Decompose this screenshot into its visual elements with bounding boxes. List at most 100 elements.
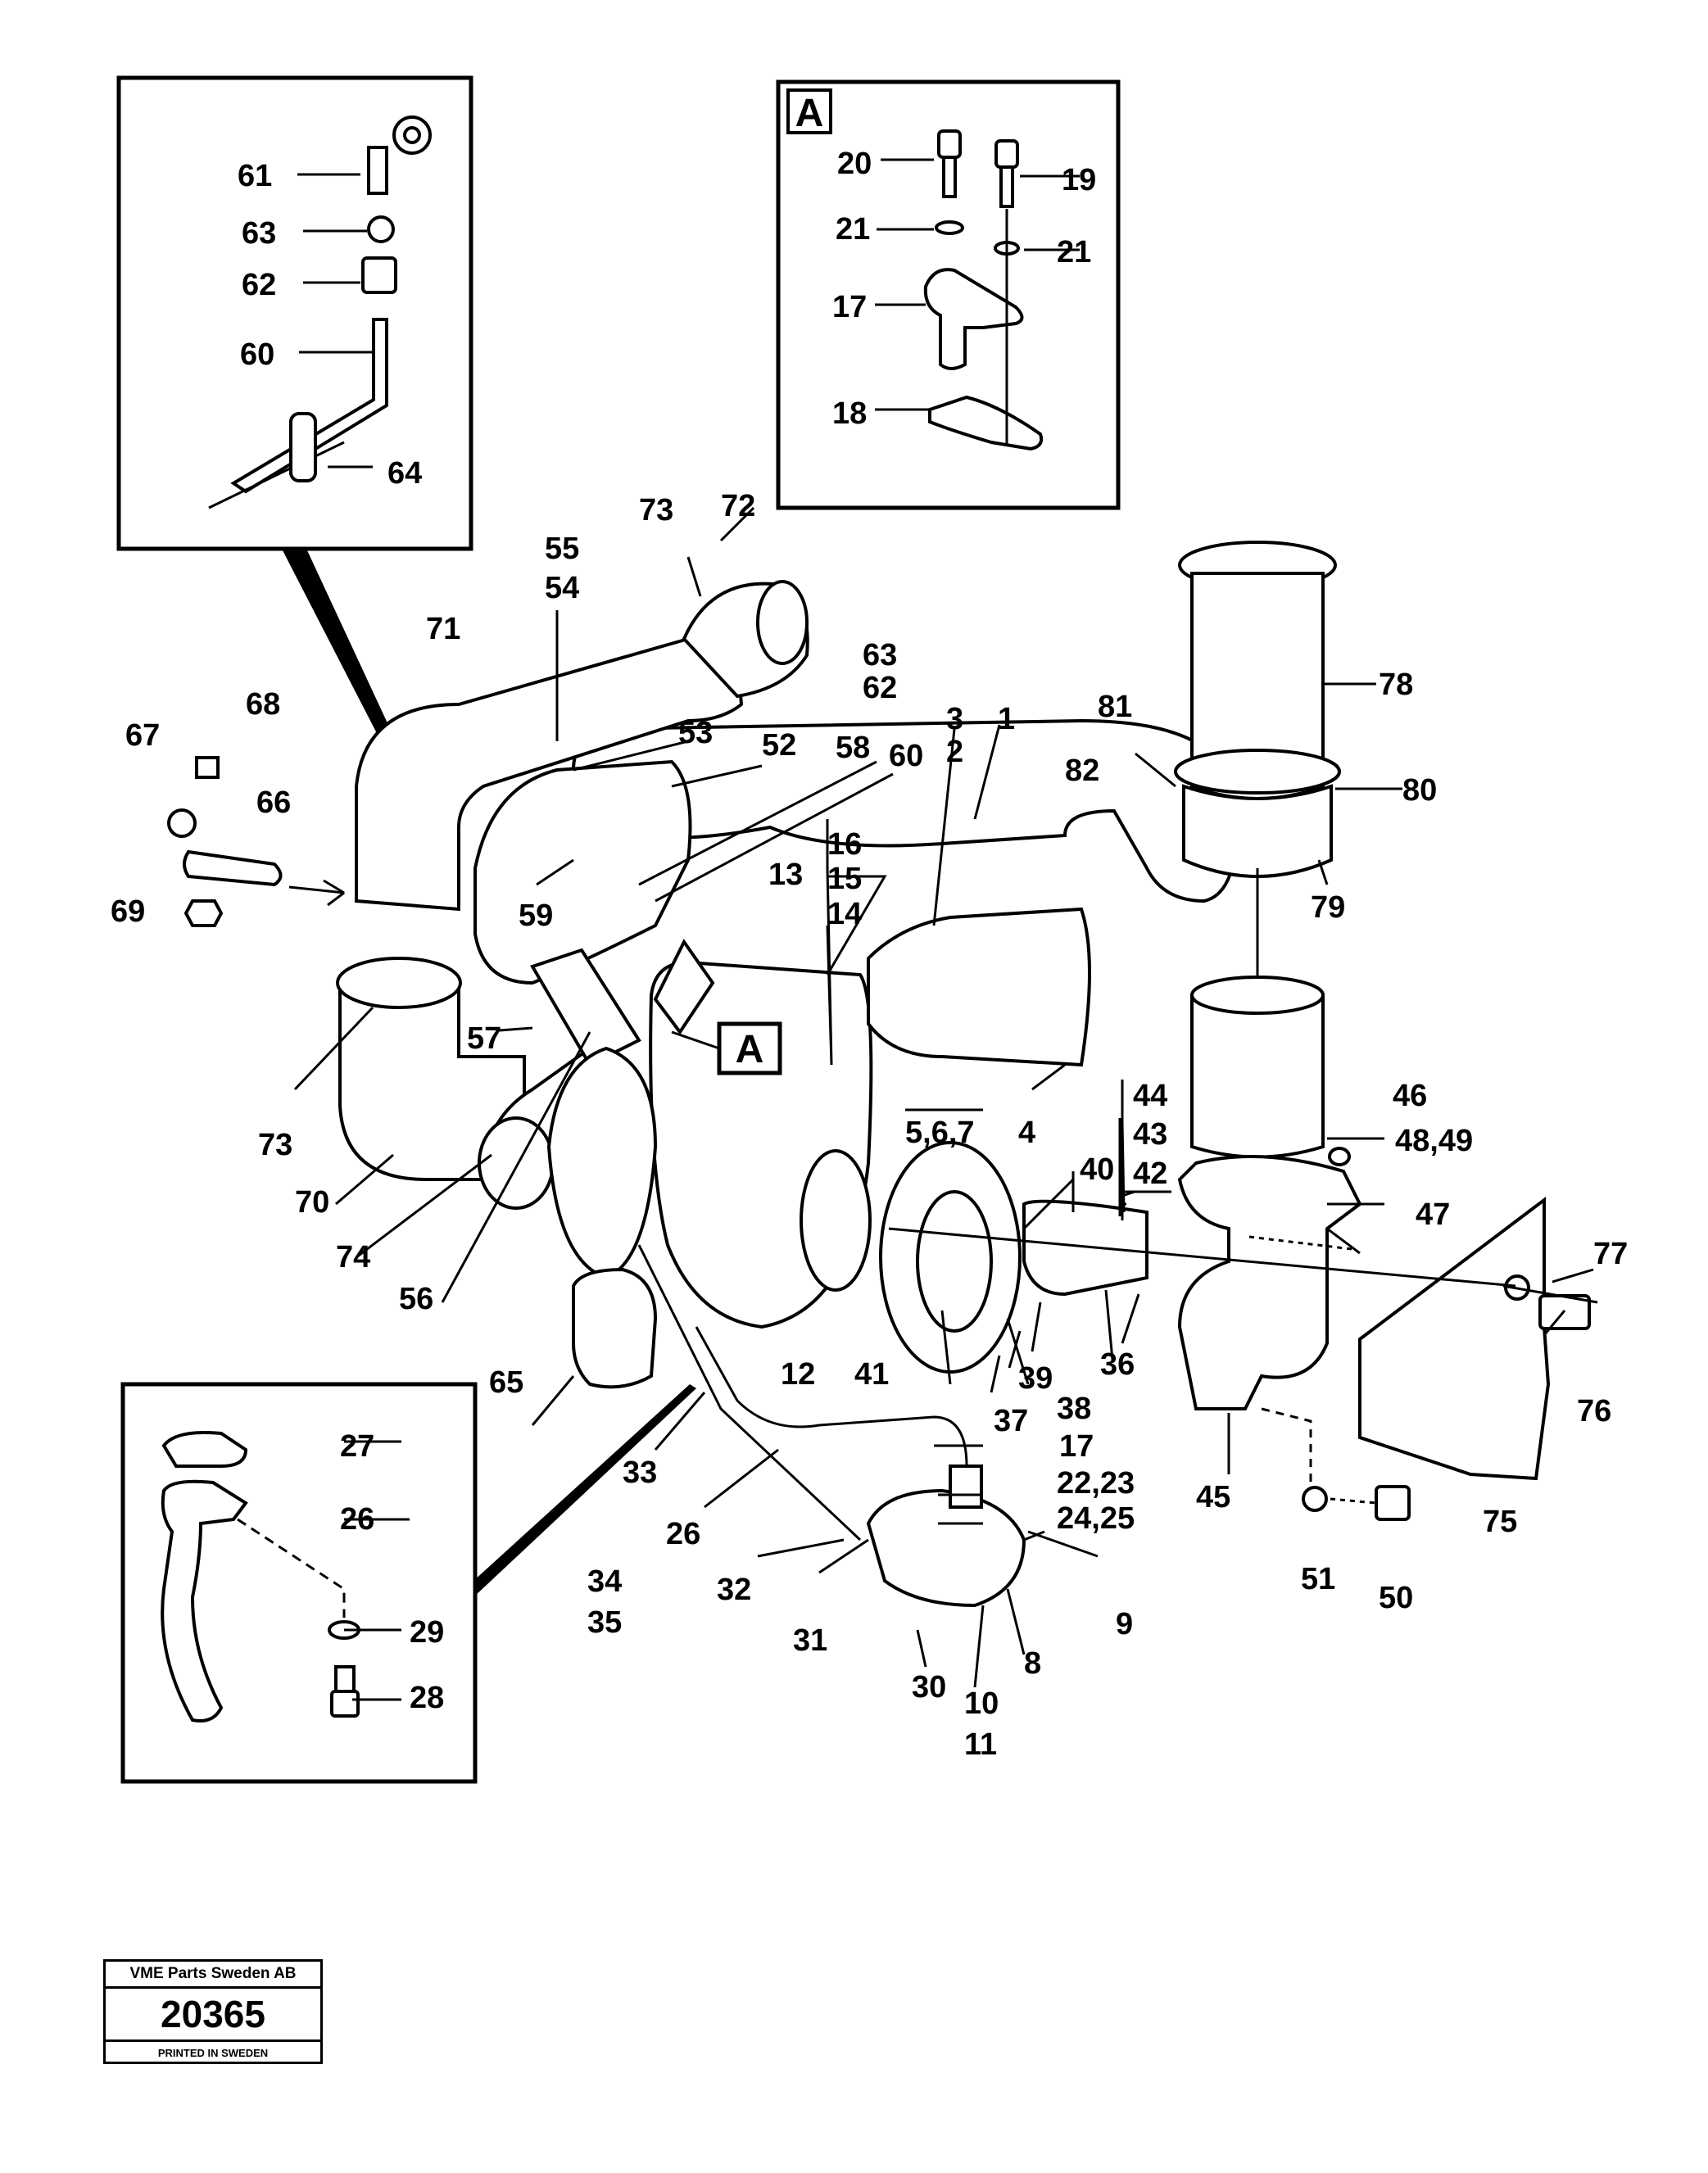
gasket-27 [161, 1431, 248, 1468]
label-32: 32 [717, 1573, 751, 1607]
label-21-right: 21 [1057, 235, 1091, 269]
label-26-main: 26 [666, 1517, 700, 1551]
label-13: 13 [768, 858, 803, 892]
label-62-main: 62 [863, 671, 897, 705]
label-34: 34 [587, 1564, 622, 1599]
label-54: 54 [545, 571, 579, 605]
union-22 [949, 1465, 983, 1509]
valve-housing-9 [866, 1488, 1026, 1608]
label-72: 72 [721, 489, 755, 523]
label-21-left: 21 [836, 212, 870, 247]
label-42: 42 [1133, 1157, 1167, 1191]
label-60-main: 60 [889, 739, 923, 773]
label-17-main: 17 [1059, 1429, 1094, 1464]
label-16: 16 [827, 827, 862, 862]
label-68: 68 [246, 687, 280, 722]
label-22-23: 22,23 [1057, 1466, 1135, 1501]
label-50: 50 [1379, 1581, 1413, 1615]
olive [367, 215, 395, 243]
part-labels: 1 2 3 4 5,6,7 8 9 10 11 12 13 14 15 16 1… [111, 147, 1628, 1762]
label-65: 65 [489, 1365, 523, 1400]
wastegate-actuator-65 [572, 1267, 658, 1389]
inset-a-frame [776, 79, 1121, 510]
washer-51 [1302, 1486, 1328, 1512]
nut-69 [183, 899, 224, 927]
bolt-28 [330, 1690, 360, 1718]
label-1: 1 [998, 702, 1015, 736]
exhaust-outlet [1174, 541, 1591, 1521]
inset-a-letter: A [795, 92, 824, 135]
label-53: 53 [678, 716, 713, 750]
label-56: 56 [399, 1282, 433, 1316]
label-61: 61 [238, 159, 272, 193]
callout-a-main: A [671, 1021, 782, 1075]
label-3: 3 [946, 702, 963, 736]
label-2: 2 [946, 735, 963, 769]
label-52: 52 [762, 728, 796, 763]
label-55: 55 [545, 532, 579, 566]
label-63-main: 63 [863, 638, 897, 672]
label-11: 11 [964, 1727, 997, 1762]
label-44: 44 [1133, 1079, 1167, 1113]
title-block-company: VME Parts Sweden AB [106, 1962, 320, 1989]
hose-79 [1182, 784, 1333, 878]
label-46: 46 [1393, 1079, 1427, 1113]
label-75: 75 [1483, 1505, 1517, 1539]
label-59: 59 [519, 899, 553, 933]
label-48-49: 48,49 [1395, 1124, 1473, 1158]
label-80: 80 [1402, 773, 1437, 808]
label-20: 20 [837, 147, 872, 181]
title-block: VME Parts Sweden AB 20365 PRINTED IN SWE… [103, 1959, 323, 2064]
turbo-wheel-housing [800, 1149, 872, 1292]
label-41: 41 [854, 1357, 889, 1392]
label-57: 57 [467, 1021, 501, 1056]
bracket-group [167, 756, 345, 927]
arrow [288, 879, 345, 907]
label-40: 40 [1080, 1152, 1114, 1187]
title-block-printed: PRINTED IN SWEDEN [157, 2047, 269, 2059]
label-76: 76 [1577, 1394, 1611, 1428]
clamp-73 [336, 957, 462, 1009]
oil-pipe [230, 318, 388, 494]
label-70: 70 [295, 1185, 329, 1220]
label-67: 67 [125, 718, 160, 753]
label-8: 8 [1024, 1646, 1041, 1681]
bolt-19-head [994, 139, 1019, 169]
label-58: 58 [836, 731, 870, 765]
label-19: 19 [1062, 163, 1096, 197]
label-28: 28 [410, 1681, 444, 1715]
label-10: 10 [964, 1686, 999, 1721]
pipe-46 [1190, 994, 1325, 1159]
oil-pipe-26 [637, 1244, 862, 1541]
label-64: 64 [387, 456, 422, 491]
label-45: 45 [1196, 1480, 1230, 1514]
label-78: 78 [1379, 668, 1413, 702]
inset-oil-line-frame [116, 75, 473, 551]
label-79: 79 [1311, 890, 1345, 925]
label-74: 74 [336, 1240, 370, 1274]
label-39: 39 [1018, 1361, 1053, 1396]
heat-shield-75 [1358, 1196, 1551, 1481]
label-82: 82 [1065, 754, 1099, 788]
label-60-inset: 60 [240, 337, 274, 372]
bolt-50 [1375, 1485, 1411, 1521]
bolt-68 [195, 756, 220, 779]
label-17-inset: 17 [832, 290, 867, 324]
banjo-bolt [367, 146, 388, 195]
inset-a-badge [786, 88, 832, 134]
pipe-clamp [289, 412, 317, 482]
label-24-25: 24,25 [1057, 1501, 1135, 1536]
union-nut [361, 256, 397, 294]
label-62-inset: 62 [242, 268, 276, 302]
label-30: 30 [912, 1670, 946, 1704]
pipe-26-detail [161, 1479, 248, 1723]
callout-a-main-letter: A [736, 1028, 764, 1071]
bolt-20-head [937, 129, 962, 159]
label-77: 77 [1593, 1237, 1628, 1271]
label-18: 18 [832, 396, 867, 431]
label-12: 12 [781, 1357, 815, 1392]
inset-a: A [776, 79, 1121, 510]
label-43: 43 [1133, 1117, 1167, 1152]
label-4: 4 [1018, 1116, 1035, 1150]
